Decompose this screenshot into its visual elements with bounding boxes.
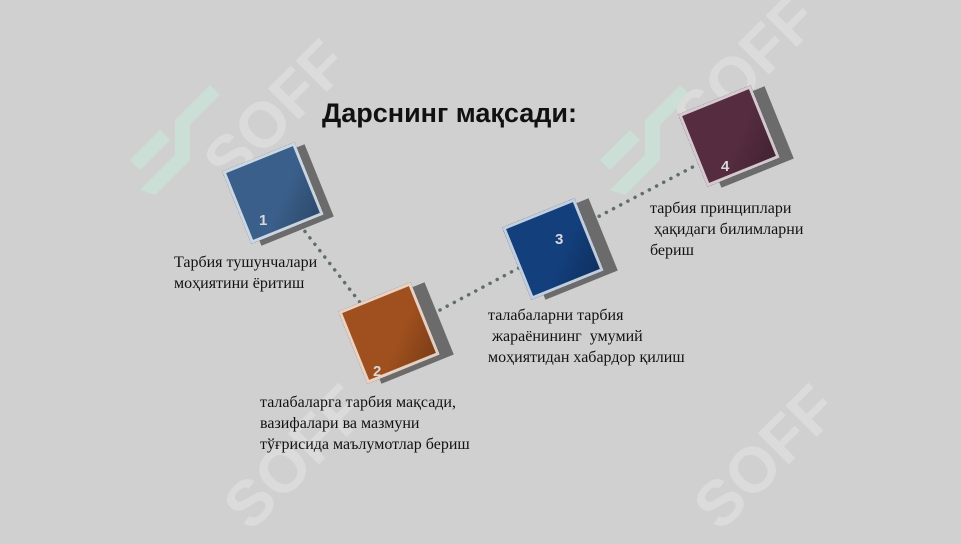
watermark-logo-icon: [600, 85, 690, 195]
step-1-caption: Тарбия тушунчалари моҳиятини ёритиш: [174, 254, 318, 292]
step-4-caption: тарбия принциплари ҳақидаги билимларни б…: [650, 200, 804, 259]
step-3-number: 3: [555, 231, 564, 248]
watermark-top-right: SOFF: [590, 0, 831, 235]
step-4-number: 4: [721, 158, 730, 175]
page-title: Дарснинг мақсади:: [322, 98, 577, 129]
connector-2-3: [438, 260, 532, 312]
connector-3-4: [590, 158, 708, 222]
watermark-top-left: SOFF: [120, 26, 361, 235]
step-3-caption: талабаларни тарбия жараёнининг умумий мо…: [488, 307, 685, 366]
step-2-caption: талабаларга тарбия мақсади, вазифалари в…: [260, 394, 470, 453]
watermark-logo-icon: [130, 85, 220, 195]
step-1-number: 1: [259, 212, 268, 229]
step-2-number: 2: [373, 363, 382, 380]
